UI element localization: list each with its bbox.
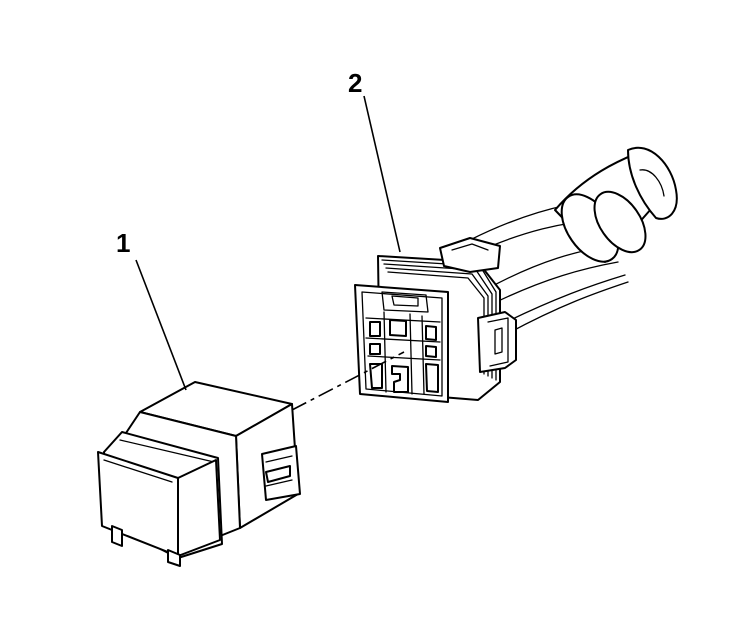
relay-connector — [354, 237, 517, 403]
callout-1-label: 1 — [116, 228, 130, 258]
alignment-line — [291, 351, 405, 411]
callout-2-label: 2 — [348, 68, 362, 98]
callout-2-leader — [363, 95, 401, 253]
wire-harness — [469, 146, 678, 336]
relay — [97, 381, 301, 567]
callout-1-leader — [135, 259, 187, 391]
